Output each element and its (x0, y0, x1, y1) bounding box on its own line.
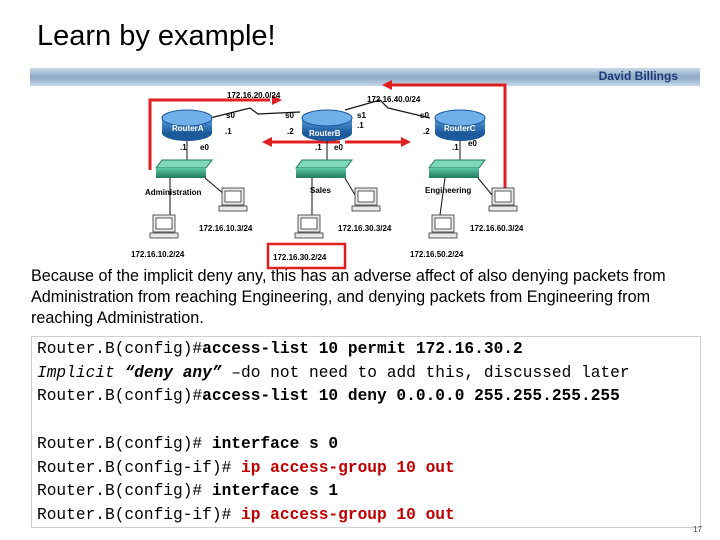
code-line-3: Router.B(config)#access-list 10 deny 0.0… (37, 385, 620, 407)
addr-label: .1 (315, 143, 322, 152)
iface-label: e0 (200, 143, 209, 152)
iface-label: s0 (420, 111, 429, 120)
code-prompt: Router.B(config)# (37, 435, 212, 453)
switch-engineering (428, 159, 486, 178)
addr-label: .2 (423, 127, 430, 136)
code-line-4: Router.B(config)# interface s 0 (37, 433, 338, 455)
code-prompt: Router.B(config-if)# (37, 506, 241, 524)
code-line-1: Router.B(config)#access-list 10 permit 1… (37, 338, 523, 360)
ethernet-links (169, 140, 493, 216)
code-comment: Implicit (37, 364, 125, 382)
slide-title: Learn by example! (37, 20, 276, 52)
pc-icon (294, 214, 324, 239)
pc-icon (218, 187, 248, 212)
router-a: RouterA (161, 109, 213, 141)
code-line-2: Implicit “deny any” –do not need to add … (37, 362, 630, 384)
code-box (31, 336, 701, 528)
pc-icon (488, 187, 518, 212)
explanation-text: Because of the implicit deny any, this h… (31, 267, 666, 327)
highlight-box (266, 242, 347, 270)
code-command: ip access-group 10 out (241, 459, 455, 477)
code-command: access-list 10 deny 0.0.0.0 255.255.255.… (202, 387, 620, 405)
addr-label: .1 (225, 127, 232, 136)
addr-label: .1 (180, 143, 187, 152)
page-number: 17 (693, 525, 702, 534)
router-c: RouterC (434, 109, 486, 141)
iface-label: s0 (226, 111, 235, 120)
addr-label: .1 (452, 143, 459, 152)
network-label: 172.16.20.0/24 (227, 91, 281, 100)
router-b: RouterB (301, 109, 353, 141)
segment-label: Engineering (425, 186, 471, 195)
arrow-right-path (390, 83, 507, 200)
header-banner: David Billings (30, 68, 700, 86)
pc-icon (428, 214, 458, 239)
iface-label: s0 (285, 111, 294, 120)
host-ip-label: 172.16.30.3/24 (338, 224, 392, 233)
arrow-left-path (148, 98, 270, 170)
network-diagram: RouterA RouterB RouterC 172.16.20.0/24 1 (131, 80, 524, 270)
code-prompt: Router.B(config)# (37, 482, 212, 500)
code-prompt: Router.B(config)# (37, 340, 203, 358)
code-command: ip access-group 10 out (241, 506, 455, 524)
code-comment: –do not need to add this, discussed late… (221, 364, 630, 382)
serial-links (209, 99, 431, 119)
iface-label: e0 (468, 139, 477, 148)
code-command: interface s 1 (211, 482, 339, 500)
host-ip-label: 172.16.60.3/24 (470, 224, 524, 233)
code-comment-emphasis: “deny any” (124, 364, 222, 382)
switch-admin (155, 159, 213, 178)
router-c-label: RouterC (444, 124, 476, 133)
segment-label: Administration (145, 188, 202, 197)
code-prompt: Router.B(config-if)# (37, 459, 241, 477)
code-command: access-list 10 permit 172.16.30.2 (202, 340, 523, 358)
host-ip-label: 172.16.10.3/24 (199, 224, 253, 233)
author-name: David Billings (598, 69, 678, 83)
pc-icon (149, 214, 179, 239)
code-line-6: Router.B(config)# interface s 1 (37, 480, 338, 502)
pc-icon (351, 187, 381, 212)
code-line-5: Router.B(config-if)# ip access-group 10 … (37, 457, 455, 479)
iface-label: s1 (357, 111, 366, 120)
router-b-label: RouterB (309, 129, 341, 138)
host-ip-label: 172.16.30.2/24 (273, 253, 327, 262)
code-command: interface s 0 (211, 435, 339, 453)
addr-label: .2 (287, 127, 294, 136)
network-label: 172.16.40.0/24 (367, 95, 421, 104)
traffic-arrows (148, 80, 507, 200)
router-a-label: RouterA (172, 124, 204, 133)
iface-label: e0 (334, 143, 343, 152)
code-prompt: Router.B(config)# (37, 387, 203, 405)
host-ip-label: 172.16.50.2/24 (410, 250, 464, 259)
code-line-7: Router.B(config-if)# ip access-group 10 … (37, 504, 455, 526)
switch-sales (295, 159, 353, 178)
hosts (149, 187, 518, 239)
addr-label: .1 (357, 121, 364, 130)
segment-label: Sales (310, 186, 331, 195)
host-ip-label: 172.16.10.2/24 (131, 250, 185, 259)
